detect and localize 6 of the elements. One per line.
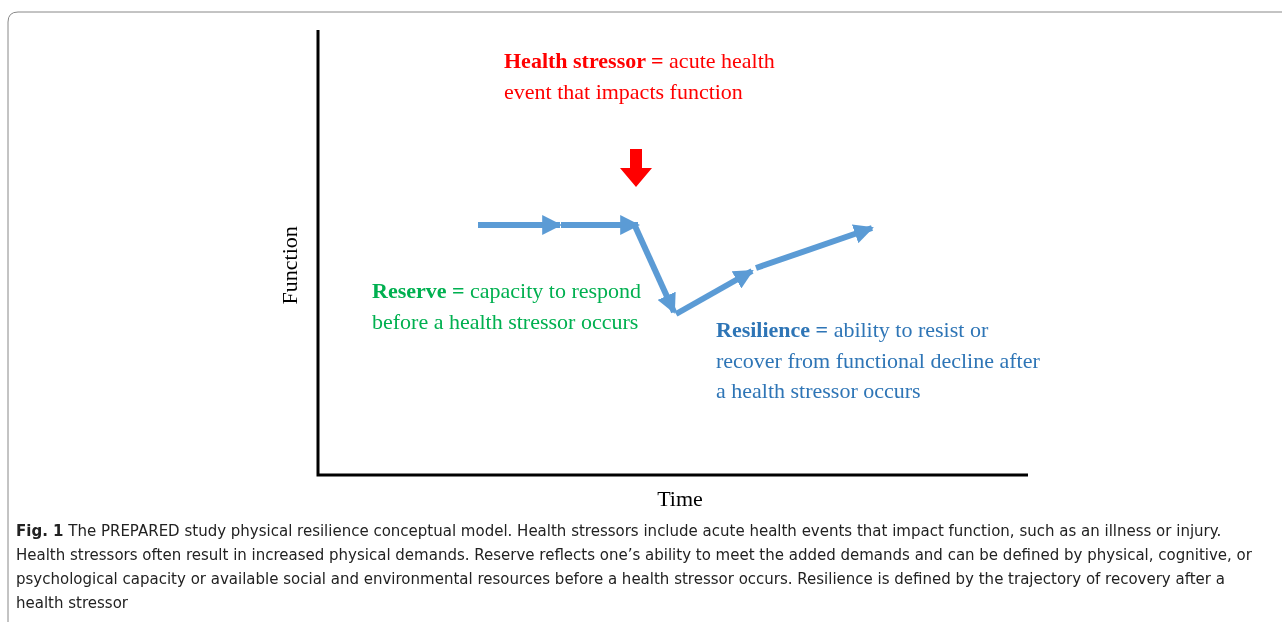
axis-label: Function: [275, 225, 303, 306]
figure-caption: Fig. 1 The PREPARED study physical resilience conceptual model. Health stressors include acute health events that impact function, such as an illness or injury. Health stressors often result in increased physical demands. Reserve reflects one’s ability to meet the added demands and can be defined by physical, cognitive, or psychological capacity or available social and environmental resources before a health stressor occurs. Resilience is defined by the trajectory of recovery after a health stressor: [16, 521, 1253, 614]
annotation-text: Health stressor = acute health event that impacts function: [504, 47, 776, 106]
annotation-text: Resilience = ability to resist or recover from functional decline after a health stressor occurs: [716, 316, 1041, 405]
axis-label: Time: [656, 485, 704, 513]
annotation-text: Reserve = capacity to respond before a health stressor occurs: [372, 277, 642, 336]
